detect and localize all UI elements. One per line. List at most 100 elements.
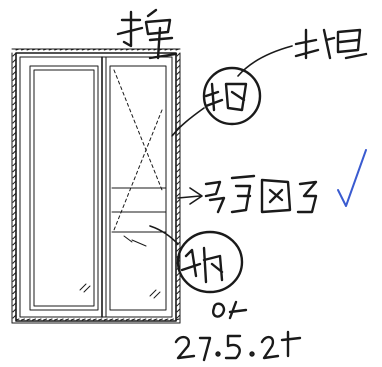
hatch-stroke	[176, 247, 181, 252]
hatch-stroke	[12, 174, 17, 179]
hatch-stroke	[12, 210, 17, 215]
hatch-stroke	[76, 48, 81, 51]
hatch-stroke	[176, 89, 181, 94]
hatch-stroke	[176, 107, 181, 112]
hatch-stroke	[76, 318, 81, 321]
hatch-stroke	[176, 223, 181, 228]
left-door-panel	[29, 65, 99, 311]
hatch-stroke	[176, 217, 181, 222]
hatch-stroke	[12, 149, 17, 154]
hatch-stroke	[147, 48, 152, 51]
hatch-stroke	[12, 253, 17, 258]
hatch-stroke	[158, 48, 163, 51]
hatch-stroke	[109, 48, 114, 51]
hatch-stroke	[176, 302, 181, 307]
hatch-stroke	[12, 271, 17, 276]
hatch-stroke	[12, 198, 17, 203]
hatch-stroke	[176, 277, 181, 282]
hatch-stroke	[164, 318, 169, 321]
hatch-stroke	[12, 284, 17, 289]
hatch-stroke	[164, 48, 169, 51]
hatch-stroke	[12, 186, 17, 191]
hatch-stroke	[26, 318, 31, 321]
leader-line-upper	[171, 107, 205, 137]
hatch-stroke	[120, 318, 125, 321]
hatch-stroke	[98, 48, 103, 51]
hatch-stroke	[169, 48, 174, 51]
hatch-stroke	[12, 70, 17, 75]
hatch-stroke	[15, 318, 20, 321]
hatch-stroke	[12, 204, 17, 209]
hatch-stroke	[12, 125, 17, 130]
hatch-stroke	[131, 318, 136, 321]
hatch-stroke	[176, 119, 181, 124]
upper-circle-mark	[202, 66, 262, 126]
hatch-stroke	[48, 318, 53, 321]
hatch-stroke	[12, 241, 17, 246]
hatch-stroke	[48, 48, 53, 51]
hatch-stroke	[114, 48, 119, 51]
hatch-stroke	[176, 149, 181, 154]
hatch-stroke	[12, 302, 17, 307]
leader-line-lower	[149, 225, 179, 245]
hatch-stroke	[176, 143, 181, 148]
hatch-stroke	[176, 174, 181, 179]
hatch-stroke	[147, 318, 152, 321]
hatch-stroke	[12, 107, 17, 112]
hatch-stroke	[12, 113, 17, 118]
cabinet-outer-frame	[11, 48, 181, 324]
hatch-stroke	[176, 210, 181, 215]
hatch-stroke	[176, 235, 181, 240]
hatch-stroke	[176, 198, 181, 203]
hatch-stroke	[176, 229, 181, 234]
hatch-stroke	[12, 180, 17, 185]
top-mark	[116, 8, 178, 60]
hatch-stroke	[12, 119, 17, 124]
hatch-stroke	[125, 48, 130, 51]
hatch-stroke	[12, 82, 17, 87]
hatch-stroke	[176, 308, 181, 313]
hatch-stroke	[103, 318, 108, 321]
hatch-stroke	[176, 58, 181, 63]
hatch-stroke	[21, 48, 26, 51]
hatch-stroke	[12, 58, 17, 63]
hatch-stroke	[176, 168, 181, 173]
hatch-stroke	[12, 143, 17, 148]
hatch-stroke	[59, 48, 64, 51]
hatch-stroke	[21, 318, 26, 321]
hatch-stroke	[175, 48, 180, 51]
hatch-stroke	[176, 290, 181, 295]
hatch-stroke	[54, 48, 59, 51]
hatch-stroke	[176, 95, 181, 100]
hatch-stroke	[12, 162, 17, 167]
right-door-panel	[109, 65, 167, 311]
hatch-stroke	[120, 48, 125, 51]
hatch-stroke	[37, 318, 42, 321]
hatch-stroke	[114, 318, 119, 321]
hatch-stroke	[176, 156, 181, 161]
hatch-stroke	[176, 314, 181, 319]
hatch-stroke	[12, 259, 17, 264]
handwritten-marks	[116, 8, 368, 362]
hatch-stroke	[12, 137, 17, 142]
hatch-stroke	[176, 131, 181, 136]
hatch-stroke	[176, 284, 181, 289]
hatch-stroke	[169, 318, 174, 321]
bottom-mark	[174, 300, 302, 362]
hatch-stroke	[12, 265, 17, 270]
hatch-stroke	[92, 318, 97, 321]
hatch-stroke	[136, 48, 141, 51]
hatch-stroke	[32, 48, 37, 51]
lower-circle-mark	[176, 230, 244, 294]
hatch-stroke	[176, 70, 181, 75]
hatch-stroke	[12, 89, 17, 94]
hatch-stroke	[176, 52, 181, 57]
hatch-stroke	[12, 308, 17, 313]
hatch-stroke	[12, 235, 17, 240]
hatch-stroke	[12, 168, 17, 173]
hatch-stroke	[65, 48, 70, 51]
hatch-stroke	[109, 318, 114, 321]
hatch-stroke	[153, 48, 158, 51]
hatch-stroke	[176, 192, 181, 197]
hatch-stroke	[98, 318, 103, 321]
